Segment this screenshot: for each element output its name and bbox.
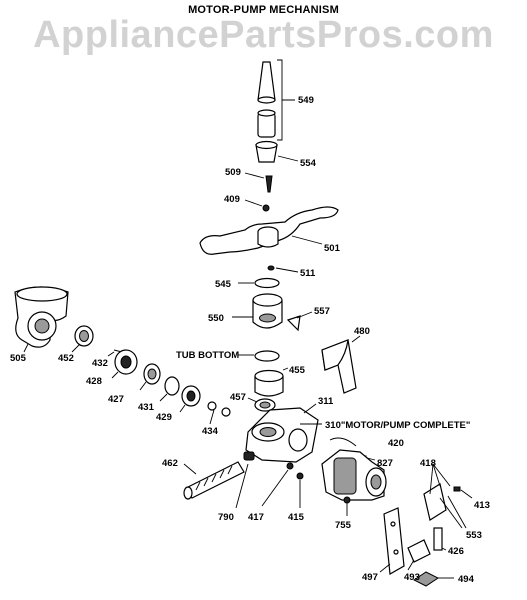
label-455: 455 [289, 365, 306, 376]
part-311-pump-housing[interactable] [245, 403, 319, 463]
label-311: 311 [318, 396, 334, 407]
label-553: 553 [466, 530, 482, 541]
part-428-impeller[interactable] [111, 349, 138, 379]
part-493-mount[interactable] [407, 539, 431, 571]
label-480: 480 [354, 326, 370, 337]
label-418: 418 [420, 458, 436, 469]
part-549-spray-tower[interactable] [257, 59, 295, 141]
label-493: 493 [404, 572, 420, 583]
label-415: 415 [288, 512, 305, 523]
watermark: AppliancePartsPros.com [33, 14, 494, 56]
label-457: 457 [230, 392, 246, 403]
label-755: 755 [335, 520, 352, 531]
part-545-ring[interactable] [238, 277, 280, 289]
part-553-clip[interactable] [439, 495, 467, 529]
part-494-pad[interactable] [413, 571, 454, 587]
part-417-screw[interactable] [261, 462, 294, 507]
part-431-gasket[interactable] [159, 376, 180, 402]
part-452-clamp[interactable] [71, 325, 94, 353]
part-415-screw[interactable] [296, 472, 304, 508]
label-501: 501 [324, 243, 341, 254]
part-455-seal[interactable] [254, 367, 289, 397]
part-497-mounting-bracket[interactable] [379, 507, 405, 575]
label-550: 550 [208, 313, 224, 324]
part-429-seal[interactable] [179, 385, 201, 413]
part-457-clamp[interactable] [247, 397, 276, 412]
part-462-hose[interactable] [183, 461, 245, 500]
tub-bottom-ring[interactable] [238, 350, 280, 362]
label-427: 427 [108, 394, 124, 405]
label-827: 827 [377, 458, 393, 469]
label-417: 417 [248, 512, 264, 523]
label-545: 545 [215, 279, 232, 290]
label-420: 420 [388, 438, 404, 449]
label-429: 429 [156, 412, 172, 423]
label-426: 426 [448, 546, 464, 557]
part-509-screw[interactable] [244, 172, 273, 193]
part-420-wire[interactable] [329, 437, 357, 447]
label-462: 462 [162, 458, 178, 469]
part-426-clip[interactable] [433, 527, 447, 551]
motor[interactable] [321, 449, 387, 501]
part-409-washer[interactable] [244, 199, 270, 212]
label-434: 434 [202, 426, 219, 437]
label-790: 790 [218, 512, 234, 523]
page-title: MOTOR-PUMP MECHANISM [188, 4, 339, 16]
part-501-spray-arm[interactable] [199, 206, 339, 255]
part-790-check-valve[interactable] [235, 451, 255, 509]
label-432: 432 [92, 358, 108, 369]
part-554-nut[interactable] [255, 140, 299, 163]
label-509: 509 [225, 167, 241, 178]
label-413: 413 [474, 500, 490, 511]
label-505: 505 [10, 353, 27, 364]
part-413-screw[interactable] [453, 486, 473, 499]
part-550-housing[interactable] [232, 293, 283, 329]
label-554: 554 [300, 158, 317, 169]
part-434-washers[interactable] [207, 401, 231, 425]
label-511: 511 [300, 268, 316, 279]
label-428: 428 [86, 376, 102, 387]
label-494: 494 [458, 574, 475, 585]
label-tub-bottom: TUB BOTTOM [176, 350, 239, 361]
label-452: 452 [58, 353, 74, 364]
part-480-inlet-duct[interactable] [321, 335, 361, 394]
part-557-clip[interactable] [286, 311, 313, 332]
label-549: 549 [298, 95, 314, 106]
label-557: 557 [314, 306, 330, 317]
label-497: 497 [362, 572, 378, 583]
label-310-motor-pump-complete: 310"MOTOR/PUMP COMPLETE" [325, 420, 470, 431]
part-755-grommet[interactable] [343, 496, 351, 516]
part-418-bracket[interactable] [423, 463, 451, 521]
part-511-o-ring[interactable] [267, 265, 299, 273]
label-409: 409 [224, 194, 240, 205]
part-505-drain-housing[interactable] [14, 286, 69, 353]
part-427-plate[interactable] [139, 363, 161, 391]
label-431: 431 [138, 402, 155, 413]
